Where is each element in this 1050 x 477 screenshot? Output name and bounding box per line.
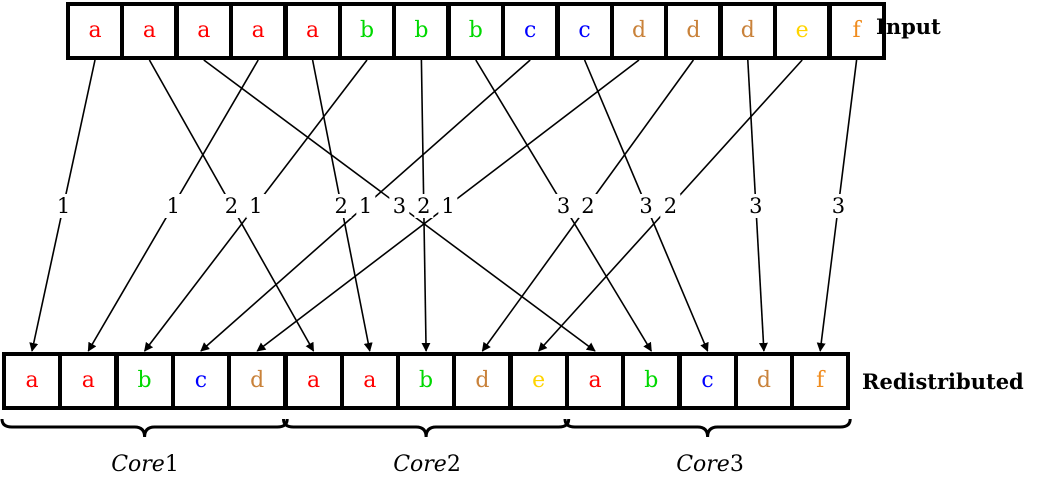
input-cell: f xyxy=(827,2,886,60)
redistributed-cell: f xyxy=(790,352,851,410)
core-braces xyxy=(0,418,852,438)
edge-label: 1 xyxy=(163,194,183,218)
core-brace xyxy=(282,418,571,438)
edge-label: 3 xyxy=(828,194,849,218)
core-brace xyxy=(0,418,289,438)
core-label-1: Core1 xyxy=(111,452,179,477)
redistributed-cell: a xyxy=(339,352,400,410)
edge-label: 3 xyxy=(636,194,656,218)
input-cell: d xyxy=(718,2,777,60)
redistributed-cell: e xyxy=(508,352,569,410)
redistributed-cell: a xyxy=(565,352,625,410)
input-cell: b xyxy=(338,2,396,60)
redistributed-cell: d xyxy=(733,352,794,410)
input-cell: a xyxy=(66,2,124,60)
input-cell: b xyxy=(446,2,505,60)
redistributed-cell: a xyxy=(2,352,62,410)
input-cell: a xyxy=(229,2,288,60)
edge-label: 2 xyxy=(221,194,242,218)
core-name: Core xyxy=(393,452,447,477)
edge-label: 1 xyxy=(246,194,266,218)
redistributed-cell: d xyxy=(227,352,288,410)
redistributed-cell: a xyxy=(58,352,119,410)
edge-label: 1 xyxy=(355,194,376,218)
input-cell: c xyxy=(555,2,614,60)
core-number: 1 xyxy=(164,452,179,477)
redistributed-cell: d xyxy=(452,352,513,410)
edge-label: 2 xyxy=(578,194,598,218)
core-name: Core xyxy=(676,452,730,477)
input-cell: d xyxy=(610,2,668,60)
redistributed-label: Redistributed xyxy=(862,369,1024,394)
input-cell: a xyxy=(174,2,233,60)
edge-label: 3 xyxy=(389,194,410,218)
core-label-3: Core3 xyxy=(676,452,744,477)
input-cell: d xyxy=(664,2,723,60)
input-label: Input xyxy=(876,14,941,39)
input-cell: c xyxy=(501,2,560,60)
redistributed-cell: b xyxy=(621,352,682,410)
redistributed-cell: b xyxy=(114,352,175,410)
core-name: Core xyxy=(111,452,165,477)
redistributed-cell: c xyxy=(677,352,738,410)
redistributed-cell: b xyxy=(396,352,457,410)
input-cell: a xyxy=(120,2,179,60)
edge-label: 2 xyxy=(660,194,681,218)
edge-label: 2 xyxy=(331,194,351,218)
redistributed-cell: a xyxy=(283,352,344,410)
core-number: 3 xyxy=(729,452,744,477)
core-label-2: Core2 xyxy=(393,452,461,477)
edge-label: 3 xyxy=(746,194,766,218)
edge-label: 3 xyxy=(553,194,574,218)
edge-label: 2 xyxy=(414,194,434,218)
core-brace xyxy=(563,418,852,438)
input-cell: e xyxy=(773,2,832,60)
edge-label: 1 xyxy=(53,194,74,218)
input-cell: b xyxy=(392,2,451,60)
input-cell: a xyxy=(283,2,342,60)
core-number: 2 xyxy=(446,452,461,477)
redistributed-cell: c xyxy=(170,352,231,410)
edge-label: 1 xyxy=(438,194,458,218)
